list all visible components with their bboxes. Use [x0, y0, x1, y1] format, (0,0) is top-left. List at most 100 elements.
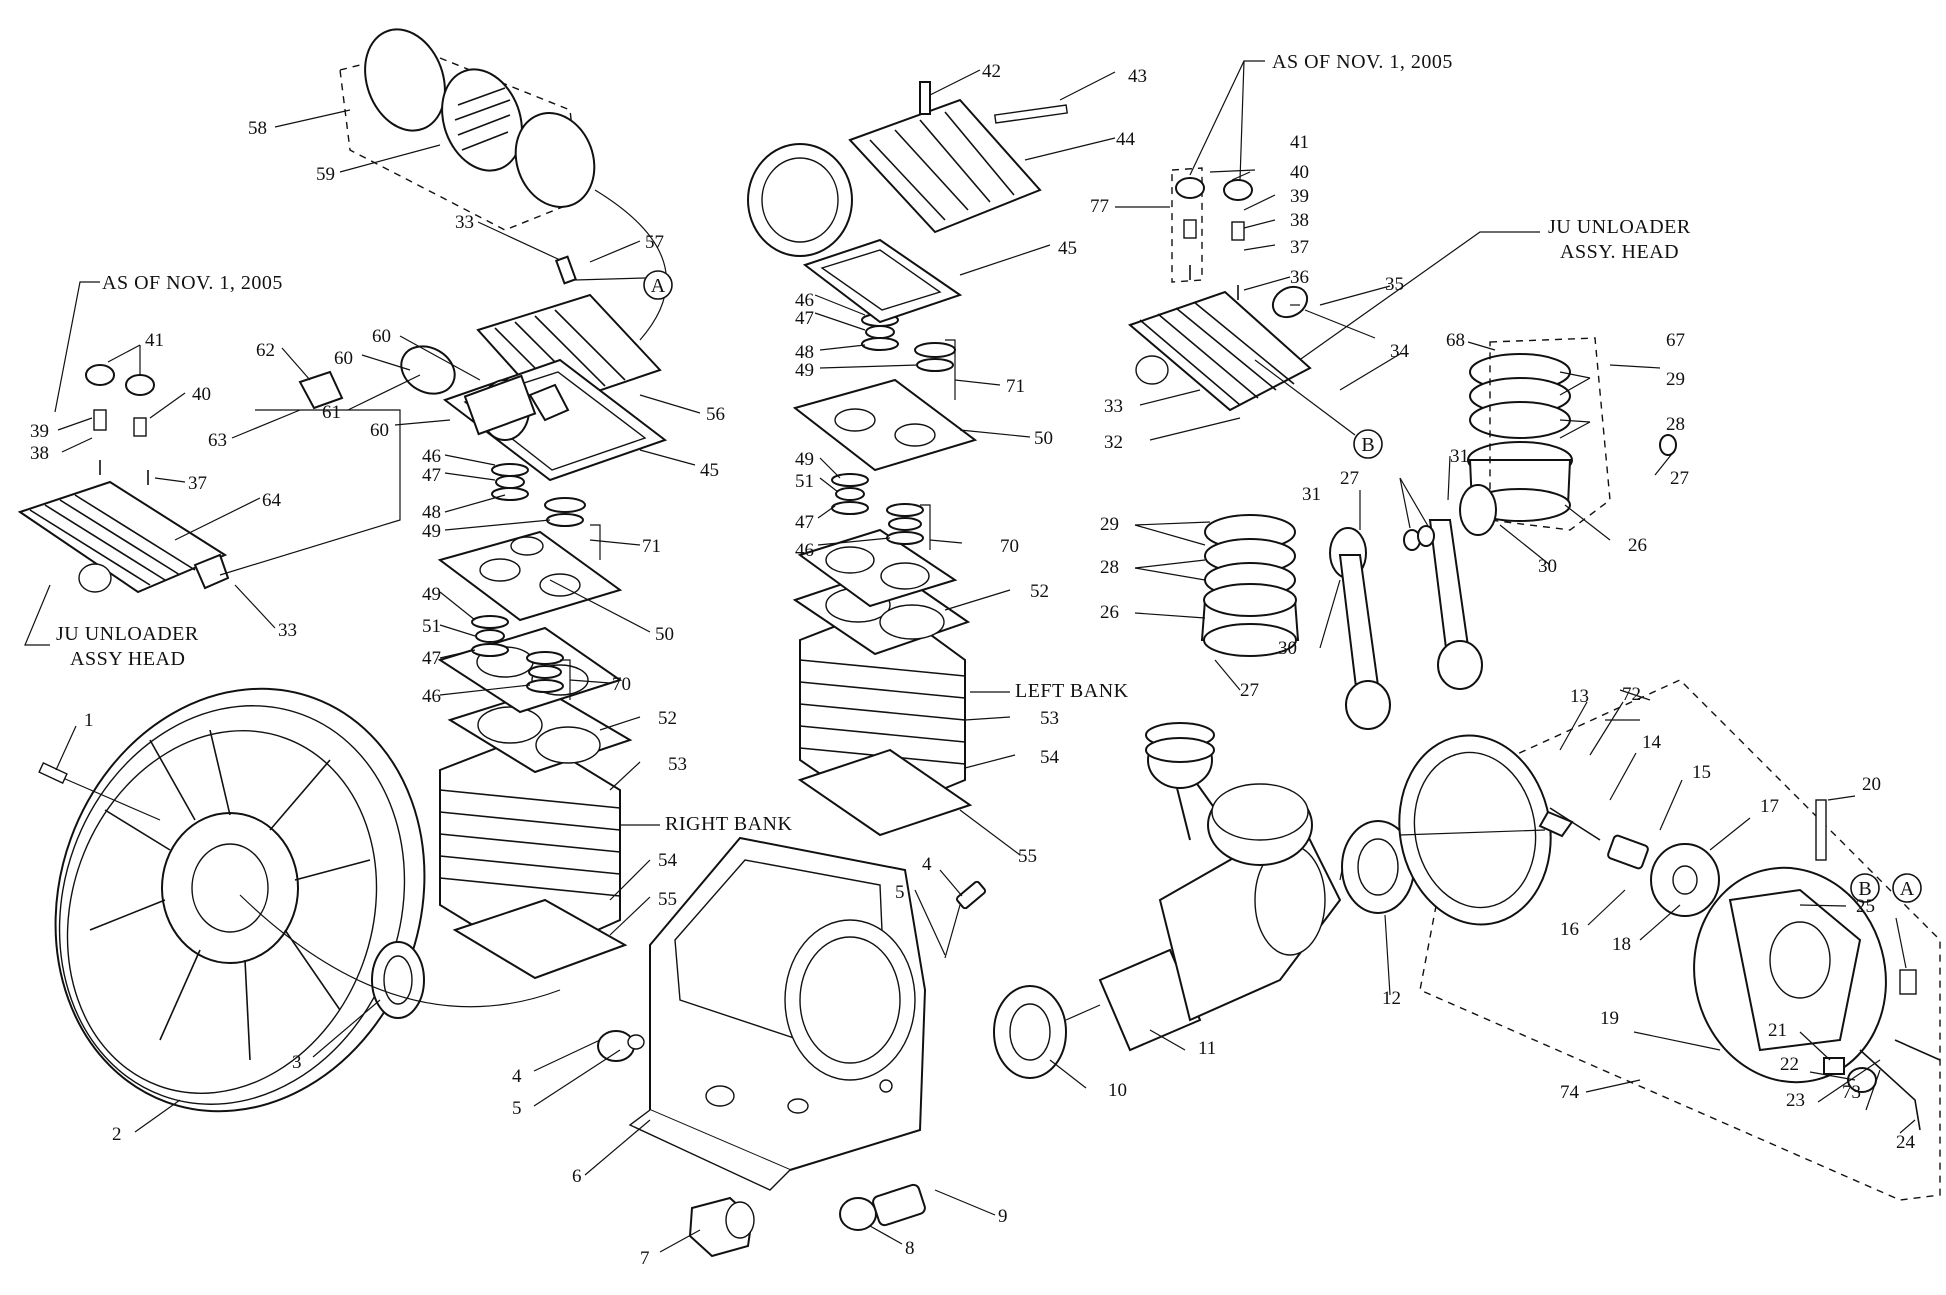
callout-5b: 5 — [895, 882, 905, 903]
callout-35: 35 — [1385, 274, 1404, 295]
callout-72: 72 — [1622, 684, 1641, 705]
callout-34: 34 — [1390, 341, 1410, 362]
as-of-date-right: AS OF NOV. 1, 2005 — [1272, 51, 1453, 73]
caption-leaders — [24, 60, 1540, 826]
callout-4a: 4 — [512, 1066, 522, 1087]
callout-33c: 33 — [1104, 396, 1123, 417]
callout-45a: 45 — [1058, 238, 1077, 259]
callout-41a: 41 — [1290, 132, 1309, 153]
ju-unloader-left-line1: JU UNLOADER — [56, 623, 199, 645]
callout-61: 61 — [322, 402, 341, 423]
callout-48b: 48 — [422, 502, 441, 523]
callout-67: 67 — [1666, 330, 1685, 351]
callout-73: 73 — [1842, 1082, 1861, 1103]
callout-24: 24 — [1896, 1132, 1916, 1153]
callout-17: 17 — [1760, 796, 1779, 817]
callout-46c: 46 — [422, 446, 441, 467]
bearings-crankshaft — [993, 731, 1415, 1079]
ref-b-top: B — [1361, 434, 1374, 456]
callout-48a: 48 — [795, 342, 814, 363]
callout-62: 62 — [256, 340, 275, 361]
callout-55a: 55 — [1018, 846, 1037, 867]
callout-39a: 39 — [1290, 186, 1309, 207]
crankcase-fittings — [597, 880, 986, 1258]
callout-21: 21 — [1768, 1020, 1787, 1041]
callout-23: 23 — [1786, 1090, 1805, 1111]
pistons-rods — [1200, 337, 1677, 730]
oil-seal — [239, 894, 561, 1019]
callout-70a: 70 — [1000, 536, 1019, 557]
callout-36: 36 — [1290, 267, 1309, 288]
callout-28a: 28 — [1100, 557, 1119, 578]
callout-47b: 47 — [795, 512, 814, 533]
callout-29a: 29 — [1100, 514, 1119, 535]
callout-57: 57 — [645, 232, 664, 253]
right-bank-label: RIGHT BANK — [665, 813, 792, 835]
callout-9: 9 — [998, 1206, 1008, 1227]
callout-56: 56 — [706, 404, 725, 425]
captions: AS OF NOV. 1, 2005 AS OF NOV. 1, 2005 JU… — [56, 51, 1691, 835]
callout-11: 11 — [1198, 1038, 1216, 1059]
leader-lines — [55, 69, 1916, 1253]
callout-51a: 51 — [795, 471, 814, 492]
callout-49b: 49 — [795, 449, 814, 470]
callout-19: 19 — [1600, 1008, 1619, 1029]
crank-piston — [1145, 722, 1215, 763]
callout-41b: 41 — [145, 330, 164, 351]
callout-12: 12 — [1382, 988, 1401, 1009]
callout-26a: 26 — [1100, 602, 1119, 623]
callout-38b: 38 — [30, 443, 49, 464]
callout-27a: 27 — [1240, 680, 1259, 701]
callout-49d: 49 — [422, 584, 441, 605]
callout-45b: 45 — [700, 460, 719, 481]
callout-30a: 30 — [1278, 638, 1297, 659]
callout-8: 8 — [905, 1238, 915, 1259]
callout-55b: 55 — [658, 889, 677, 910]
callout-71b: 71 — [642, 536, 661, 557]
rear-cover-assembly — [1398, 679, 1941, 1201]
callout-31b: 31 — [1450, 446, 1469, 467]
callout-10: 10 — [1108, 1080, 1127, 1101]
callout-52a: 52 — [1030, 581, 1049, 602]
callout-52b: 52 — [658, 708, 677, 729]
flywheel-pulley — [38, 687, 426, 1113]
callout-42: 42 — [982, 61, 1001, 82]
callout-33b: 33 — [278, 620, 297, 641]
callout-16: 16 — [1560, 919, 1579, 940]
callout-7: 7 — [640, 1248, 650, 1269]
callout-43: 43 — [1128, 66, 1147, 87]
right-unloader-head — [1128, 167, 1376, 436]
callout-59: 59 — [316, 164, 335, 185]
callout-15: 15 — [1692, 762, 1711, 783]
ju-unloader-right-line1: JU UNLOADER — [1548, 216, 1691, 238]
callout-50a: 50 — [1034, 428, 1053, 449]
left-bank-label: LEFT BANK — [1015, 680, 1129, 702]
callout-47a: 47 — [795, 308, 814, 329]
as-of-date-left: AS OF NOV. 1, 2005 — [102, 272, 283, 294]
callout-37b: 37 — [188, 473, 207, 494]
callout-40b: 40 — [192, 384, 211, 405]
callout-68: 68 — [1446, 330, 1465, 351]
callout-28b: 28 — [1666, 414, 1685, 435]
callout-54a: 54 — [1040, 747, 1060, 768]
callout-14: 14 — [1642, 732, 1662, 753]
callout-49a: 49 — [795, 360, 814, 381]
callout-39b: 39 — [30, 421, 49, 442]
ref-b-top-circle — [1353, 429, 1383, 459]
callout-47d: 47 — [422, 648, 441, 669]
callout-44: 44 — [1116, 129, 1136, 150]
callout-40a: 40 — [1290, 162, 1309, 183]
callout-33a: 33 — [455, 212, 474, 233]
callout-50b: 50 — [655, 624, 674, 645]
callout-38a: 38 — [1290, 210, 1309, 231]
callout-46d: 46 — [422, 686, 441, 707]
center-head-with-filter — [747, 81, 1068, 257]
callout-47c: 47 — [422, 465, 441, 486]
callout-46a: 46 — [795, 290, 814, 311]
callout-60c: 60 — [370, 420, 389, 441]
callout-51b: 51 — [422, 616, 441, 637]
reference-markers: A B B A — [643, 270, 1922, 903]
callout-77: 77 — [1090, 196, 1109, 217]
callout-74: 74 — [1560, 1082, 1580, 1103]
